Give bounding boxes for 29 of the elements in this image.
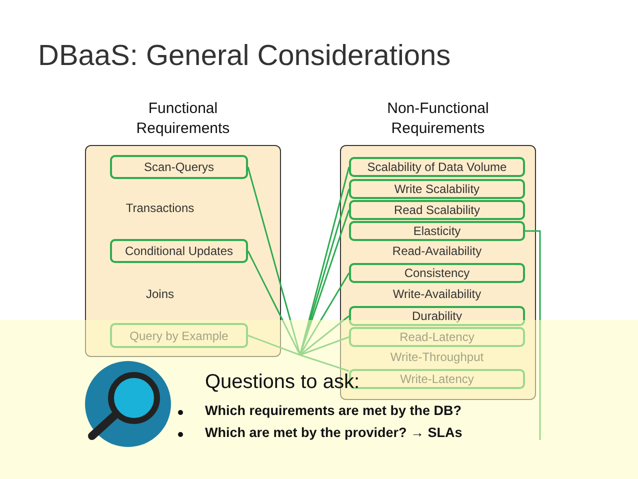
callout-heading: Questions to ask: bbox=[205, 371, 360, 394]
label-text: Write-Throughput bbox=[389, 350, 485, 364]
bullet-point: Which requirements are met by the DB? bbox=[205, 403, 462, 418]
connector-line bbox=[525, 230, 541, 440]
requirement-box: Consistency bbox=[349, 263, 525, 283]
slide-title: DBaaS: General Considerations bbox=[38, 40, 451, 73]
bullet-point: Which are met by the provider? → SLAs bbox=[205, 425, 462, 440]
requirement-box: Conditional Updates bbox=[110, 239, 248, 263]
label-text: Transactions bbox=[124, 201, 196, 215]
connector-line bbox=[300, 354, 350, 372]
panel-heading: Functional Requirements bbox=[135, 99, 231, 139]
requirement-box: Elasticity bbox=[349, 221, 525, 241]
connector-line bbox=[299, 272, 350, 356]
connector-line bbox=[248, 334, 300, 356]
connector-line bbox=[300, 336, 350, 356]
requirement-box: Durability bbox=[349, 306, 525, 326]
connector-line bbox=[247, 166, 301, 356]
connector-line bbox=[300, 315, 350, 356]
label-text: Joins bbox=[144, 287, 175, 301]
requirement-box: Scalability of Data Volume bbox=[349, 157, 525, 177]
requirement-box: Write Scalability bbox=[349, 179, 525, 199]
requirement-box: Query by Example bbox=[110, 323, 248, 348]
label-text: Write-Availability bbox=[392, 287, 482, 301]
panel-heading: Non-Functional Requirements bbox=[386, 99, 490, 139]
requirement-box: Read-Latency bbox=[349, 327, 525, 347]
requirement-box: Scan-Querys bbox=[110, 155, 248, 179]
connector-line bbox=[247, 250, 301, 356]
label-text: Read-Availability bbox=[391, 244, 483, 258]
requirement-box: Read Scalability bbox=[349, 200, 525, 220]
